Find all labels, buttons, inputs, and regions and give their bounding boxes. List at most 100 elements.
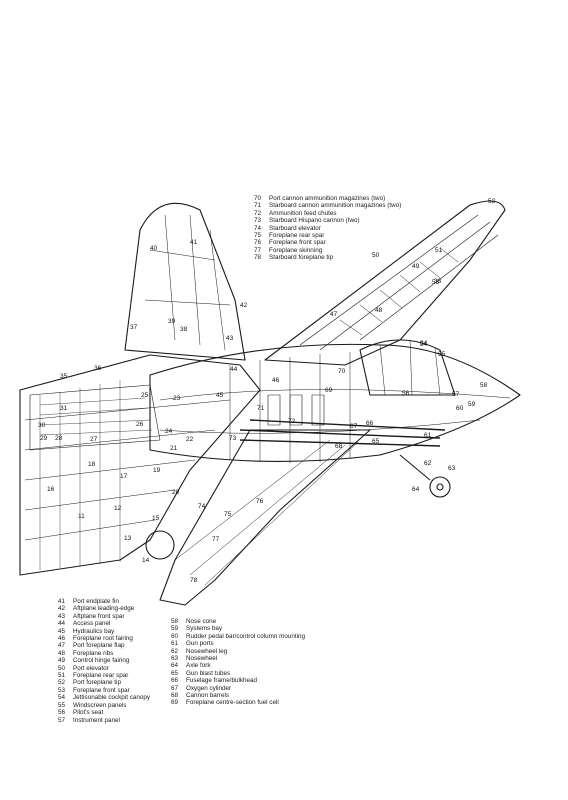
- key-number: 56: [58, 709, 66, 717]
- callout-number: 53: [432, 279, 440, 286]
- callout-number: 39: [168, 318, 176, 325]
- port-foreplane: [264, 200, 506, 366]
- key-number: 46: [58, 635, 66, 643]
- key-number: 58: [171, 618, 179, 625]
- key-text: Foreplane root fairing: [73, 635, 133, 643]
- key-number: 77: [254, 246, 262, 254]
- key-text: Port foreplane tip: [73, 679, 121, 687]
- callout-number: 13: [124, 535, 132, 542]
- callout-number: 73: [229, 435, 237, 442]
- callout-number: 24: [165, 428, 173, 435]
- key-text: Pilot's seat: [73, 709, 104, 717]
- callout-number: 59: [468, 401, 476, 408]
- key-text: Systems bay: [186, 625, 223, 633]
- callout-number: 15: [152, 515, 160, 522]
- callout-number: 65: [372, 438, 380, 445]
- key-number: 75: [254, 232, 262, 240]
- port-endplate-fin: [124, 202, 246, 361]
- key-text: Ammunition feed chutes: [269, 209, 337, 217]
- key-number: 48: [58, 649, 66, 657]
- key-text: Gun ports: [186, 640, 214, 648]
- key-text: Fuselage frame/bulkhead: [186, 677, 258, 685]
- key-text: Instrument panel: [73, 716, 120, 724]
- key-number: 72: [254, 209, 262, 217]
- key-text: Foreplane front spar: [73, 686, 130, 694]
- callout-number: 50: [372, 252, 380, 259]
- key-number: 62: [171, 647, 179, 655]
- callout-number: 54: [420, 341, 428, 348]
- key-text: Rudder pedal bar/control column mounting: [186, 632, 306, 640]
- callout-number: 76: [256, 498, 264, 505]
- key-number: 69: [171, 699, 179, 707]
- key-text: Foreplane rear spar: [269, 232, 325, 240]
- callout-number: 48: [375, 307, 383, 314]
- key-number: 78: [254, 254, 262, 262]
- callout-number: 74: [198, 503, 206, 510]
- aftplane: [19, 354, 261, 576]
- key-number: 68: [171, 692, 179, 700]
- key-entry: 75 Foreplane rear spar: [254, 232, 401, 239]
- key-number: 74: [254, 224, 262, 232]
- callout-number: 67: [350, 423, 358, 430]
- callout-number: 27: [90, 436, 98, 443]
- callout-number: 40: [150, 245, 158, 252]
- callout-number: 75: [224, 511, 232, 518]
- callout-number: 35: [60, 373, 68, 380]
- callout-number: 25: [141, 392, 149, 399]
- key-number: 67: [171, 684, 179, 692]
- key-text: Nose cone: [186, 618, 217, 625]
- key-entry: 56 Pilot's seat: [58, 709, 150, 716]
- callout-number: 63: [448, 465, 456, 472]
- key-number: 49: [58, 657, 66, 665]
- callout-number: 49: [412, 263, 420, 270]
- callout-number: 46: [272, 377, 280, 384]
- key-text: Port endplate fin: [73, 598, 119, 605]
- callout-number: 62: [424, 460, 432, 467]
- cannon-barrels: [239, 419, 446, 447]
- nosewheel-leg: [399, 454, 431, 481]
- key-text: Starboard Hispano cannon (two): [269, 217, 360, 225]
- key-entry: 73 Starboard Hispano cannon (two): [254, 217, 401, 224]
- callout-number: 56: [402, 390, 410, 397]
- callout-number: 36: [94, 365, 102, 372]
- key-number: 76: [254, 239, 262, 247]
- callout-number: 72: [288, 418, 296, 425]
- callout-number: 68: [335, 443, 343, 450]
- key-entry: 46 Foreplane root fairing: [58, 635, 150, 642]
- callout-number: 11: [78, 513, 85, 520]
- key-number: 43: [58, 612, 66, 620]
- starboard-foreplane: [159, 429, 371, 606]
- key-number: 51: [58, 672, 66, 680]
- key-number: 45: [58, 627, 66, 635]
- key-number: 44: [58, 620, 66, 628]
- callout-number: 52: [488, 198, 496, 205]
- key-number: 53: [58, 686, 66, 694]
- callout-number: 71: [257, 405, 265, 412]
- key-text: Port elevator: [73, 664, 109, 672]
- key-number: 73: [254, 217, 262, 225]
- key-entry: 58 Nose cone: [171, 618, 305, 625]
- key-number: 71: [254, 202, 262, 210]
- key-number: 70: [254, 195, 262, 202]
